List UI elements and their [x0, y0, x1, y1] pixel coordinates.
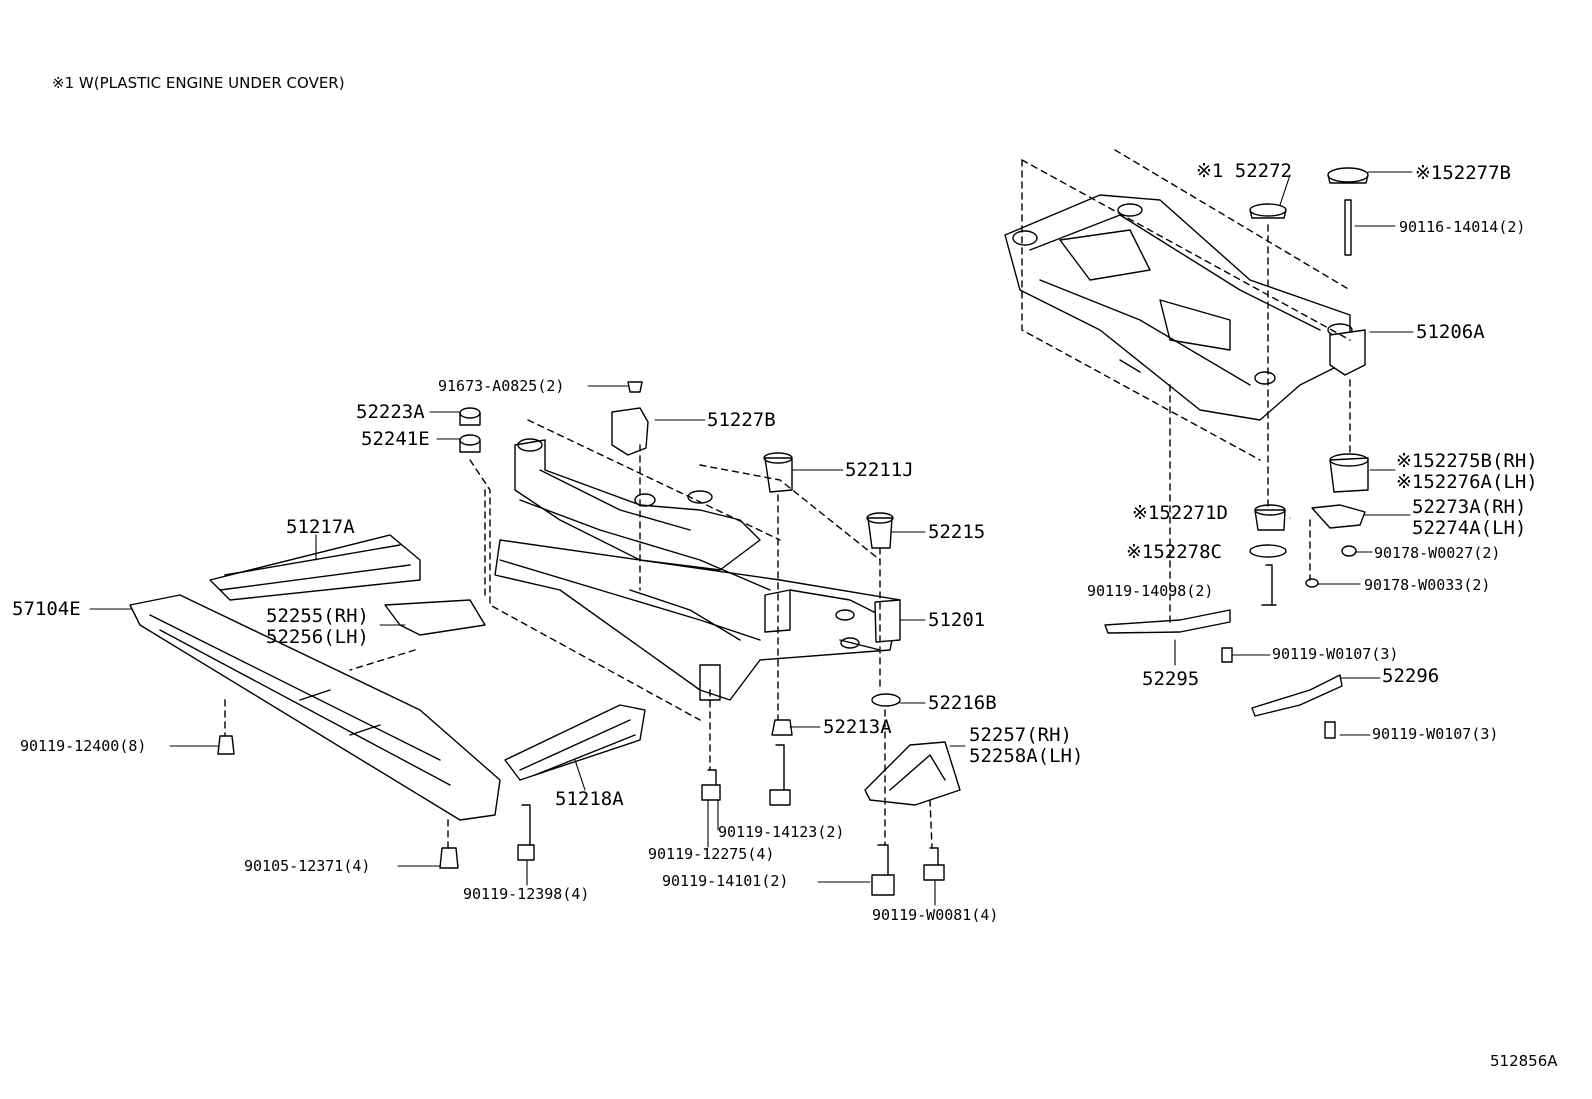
part-label: 90119-14123(2): [718, 823, 845, 841]
part-label: ※152275B(RH): [1396, 450, 1538, 472]
part-label: 51217A: [286, 516, 355, 538]
part-label: 90119-W0107(3): [1372, 725, 1499, 743]
part-label: 90116-14014(2): [1399, 218, 1526, 236]
part-label: 90178-W0033(2): [1364, 576, 1491, 594]
part-label: ※1 52272: [1196, 160, 1292, 182]
part-label: 52213A: [823, 716, 892, 738]
label-leader-lines: [89, 171, 1414, 906]
part-label: 91673-A0825(2): [438, 377, 565, 395]
part-label: 51218A: [555, 788, 624, 810]
part-label: 51227B: [707, 409, 776, 431]
part-label: 51206A: [1416, 321, 1485, 343]
part-label: ※152276A(LH): [1396, 471, 1538, 493]
part-label: 52215: [928, 521, 986, 543]
part-label: 90119-12398(4): [463, 885, 590, 903]
front-bolts: [217, 735, 961, 896]
part-label: 90178-W0027(2): [1374, 544, 1501, 562]
part-label: 90119-12400(8): [20, 737, 147, 755]
part-label: 52223A: [356, 401, 425, 423]
diagram-reference-number: 512856A: [1490, 1052, 1558, 1070]
front-braces: [129, 534, 646, 821]
part-label: 90119-W0081(4): [872, 906, 999, 924]
part-label: 52273A(RH): [1412, 496, 1527, 518]
part-label: 52255(RH): [266, 605, 369, 627]
part-label: ※152277B: [1415, 162, 1511, 184]
cover-note: ※1 W(PLASTIC ENGINE UNDER COVER): [52, 74, 345, 92]
part-label: 52211J: [845, 459, 914, 481]
part-label: 52256(LH): [266, 626, 369, 648]
part-label: ※152278C: [1126, 541, 1222, 563]
part-label: 90119-W0107(3): [1272, 645, 1399, 663]
part-label: 52258A(LH): [969, 745, 1084, 767]
rear-leader-dashes: [1021, 149, 1351, 626]
part-label: 52296: [1382, 665, 1440, 687]
front-leader-dashes: [224, 419, 933, 849]
part-label: 52295: [1142, 668, 1200, 690]
rear-member-small-parts: [1104, 167, 1369, 739]
part-label: 57104E: [12, 598, 81, 620]
part-label: 90119-12275(4): [648, 845, 775, 863]
part-label: 52241E: [361, 428, 430, 450]
part-label: 90105-12371(4): [244, 857, 371, 875]
front-suspension-crossmember: [494, 438, 901, 701]
part-label: ※152271D: [1132, 502, 1228, 524]
front-member-small-parts: [459, 381, 901, 736]
part-label: 52274A(LH): [1412, 517, 1527, 539]
rear-suspension-crossmember: [1004, 194, 1366, 421]
part-label: 51201: [928, 609, 986, 631]
part-label: 52216B: [928, 692, 997, 714]
part-label: 52257(RH): [969, 724, 1072, 746]
part-label: 90119-14101(2): [662, 872, 789, 890]
part-label: 90119-14098(2): [1087, 582, 1214, 600]
